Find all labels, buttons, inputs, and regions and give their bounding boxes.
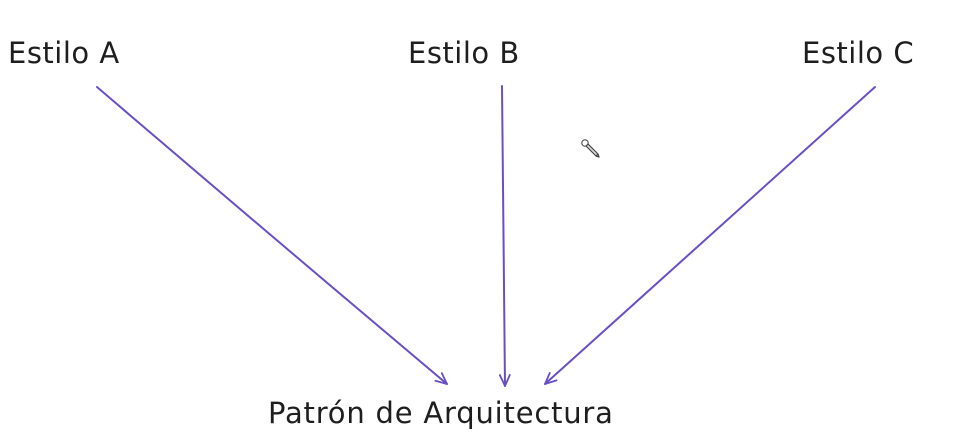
node-style-a[interactable]: Estilo A bbox=[8, 36, 120, 70]
node-style-c[interactable]: Estilo C bbox=[802, 36, 915, 70]
node-architecture-pattern[interactable]: Patrón de Arquitectura bbox=[268, 396, 614, 430]
arrow-style-b-to-pattern bbox=[498, 85, 511, 387]
arrow-style-c-to-pattern bbox=[544, 86, 876, 385]
arrow-style-a-to-pattern bbox=[96, 86, 448, 385]
node-style-b[interactable]: Estilo B bbox=[408, 36, 520, 70]
pencil-cursor-icon bbox=[581, 139, 600, 158]
